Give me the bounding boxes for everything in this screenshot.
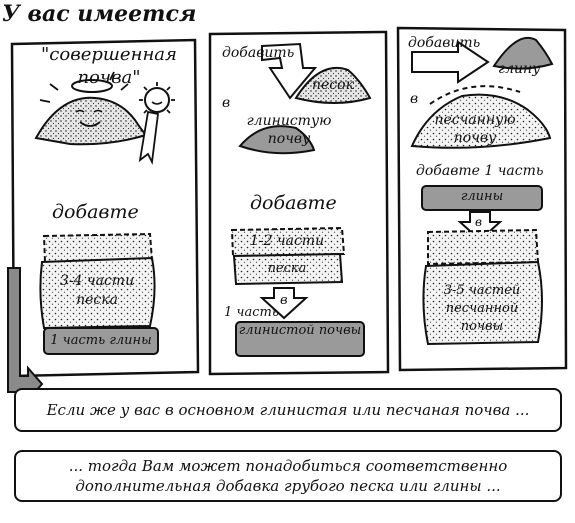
panel-2-parts-label: 1-2 части xyxy=(249,233,325,249)
panel-2-into-label: в xyxy=(222,95,231,111)
sandy-soil-pile-icon xyxy=(410,93,552,149)
panel-2-clay-soil-text: глинистой почвы xyxy=(238,323,362,338)
clay-soil-pile-icon xyxy=(238,125,316,155)
panel-3-sandy-label: песчанной xyxy=(445,301,519,316)
panel-2-base-label: 1 часть xyxy=(224,305,279,320)
panel-1-sand-text-a: 3-4 части песка xyxy=(59,273,135,308)
panel-2-sand-top-layer xyxy=(230,226,346,258)
banner-2-text: ... тогда Вам может понадобиться соответ… xyxy=(68,457,508,495)
sand-dash-arc-icon xyxy=(429,85,521,105)
happy-soil-mound-icon xyxy=(34,79,148,146)
panel-2-add-arrow-icon xyxy=(261,42,318,100)
panel-2-down-arrow-icon xyxy=(259,287,309,320)
panel-3-clay-layer xyxy=(421,185,543,211)
panel-3-parts-label: 3-5 частей xyxy=(443,283,521,298)
clay-pile-icon xyxy=(492,36,554,70)
panel-2-add-label: добавить xyxy=(222,45,295,61)
panel-1-add-label: добавте xyxy=(52,201,139,223)
panel-3-add-arrow-icon xyxy=(411,40,490,84)
sun-ribbon-icon xyxy=(138,82,175,166)
panel-3-soil-label: почвы xyxy=(460,319,504,334)
sandy-soil-target-label: песчанную почву xyxy=(434,112,516,146)
panel-2-sand-label: песка xyxy=(267,261,307,276)
banner-1-text: Если же у вас в основном глинистая или п… xyxy=(46,401,530,419)
clay-or-sandy-soil-banner: Если же у вас в основном глинистая или п… xyxy=(14,388,562,432)
panel-3-sand-top-layer xyxy=(427,228,540,266)
panel-2-frame xyxy=(208,30,390,376)
panel-3-sand-layer xyxy=(422,260,543,346)
panel-2-result-label: добавте xyxy=(250,192,337,214)
panel-3-clay-text: глины xyxy=(460,189,504,204)
perfect-soil-label: "совершенная почва" xyxy=(41,44,177,88)
panel-3-into-label: в xyxy=(410,91,419,107)
clay-ingredient-label: глину xyxy=(498,61,541,77)
panel-2-sand-layer xyxy=(232,252,344,286)
panel-1-clay-text: 1 часть глины xyxy=(50,333,152,348)
page-title: У вас имеется xyxy=(2,1,197,27)
panel-3-add-label: добавить xyxy=(408,35,481,51)
panel-2-arrow-label: в xyxy=(280,293,288,308)
panel-2-clay-soil-layer xyxy=(235,321,365,357)
sand-pile-icon xyxy=(294,66,372,104)
panel-1-clay-layer xyxy=(43,327,159,355)
panel-3-arrow-label: в xyxy=(475,215,482,229)
sand-ingredient-label: песок xyxy=(312,77,354,93)
clay-soil-target-label: глинистую почву xyxy=(246,113,332,148)
sparkle-lines-icon xyxy=(39,71,129,103)
additional-amendment-banner: ... тогда Вам может понадобиться соответ… xyxy=(14,450,562,502)
panel-1-sand-layer xyxy=(39,256,156,330)
panel-3-result-label: добавте 1 часть xyxy=(416,163,544,179)
